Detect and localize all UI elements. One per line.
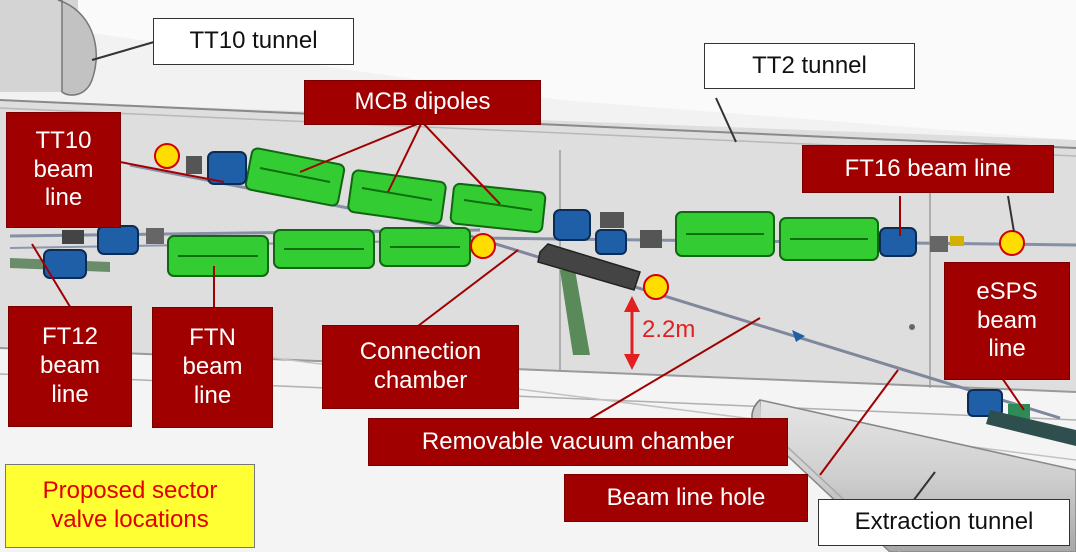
quadrupole: [207, 151, 247, 185]
leader-connection-chamber: [417, 249, 519, 327]
label-text: Extraction tunnel: [854, 508, 1034, 536]
leader-tt2-tunnel: [715, 97, 737, 143]
mcb-dipole: [449, 182, 547, 234]
wall-bolt: [909, 324, 915, 330]
quadrupole: [967, 389, 1003, 417]
label-ftn-beam-line: FTN beam line: [152, 307, 273, 428]
quadrupole: [879, 227, 917, 257]
mcb-dipole: [244, 147, 346, 207]
leader-mcb-1: [299, 121, 423, 173]
label-text: TT10 tunnel: [189, 27, 318, 55]
ft16-dipole: [779, 217, 879, 261]
label-text: chamber: [373, 367, 468, 394]
dimension-label: 2.2m: [642, 316, 696, 343]
label-tt10-beam-line: TT10 beam line: [6, 112, 121, 228]
label-ft12-beam-line: FT12 beam line: [8, 306, 132, 427]
label-mcb-dipoles: MCB dipoles: [304, 80, 541, 125]
ft16-dipole: [675, 211, 775, 257]
beam-arrow: [792, 330, 805, 342]
label-text: TT10: [35, 126, 92, 154]
removable-vacuum-chamber: [537, 243, 641, 291]
label-text: line: [44, 184, 83, 212]
legend-proposed-sector-valve: Proposed sector valve locations: [5, 464, 255, 548]
leader-esps-beam-line: [999, 374, 1025, 411]
quadrupole: [553, 209, 591, 241]
ftn-dipole: [379, 227, 471, 267]
legend-text: valve locations: [51, 506, 209, 533]
label-tt2-tunnel: TT2 tunnel: [704, 43, 915, 89]
leader-removable-vacuum-chamber: [587, 317, 761, 421]
label-text: Connection: [359, 338, 482, 366]
label-text: TT2 tunnel: [752, 51, 867, 79]
beam-instrument: [62, 230, 84, 244]
beam-instrument: [930, 236, 948, 252]
label-text: MCB dipoles: [354, 88, 491, 116]
label-text: beam: [39, 352, 101, 380]
esps-pipe: [986, 410, 1076, 446]
ftn-dipole: [273, 229, 375, 269]
leader-tt10-tunnel: [91, 41, 155, 61]
valve-location-dot: [643, 274, 669, 300]
label-text: FT16 beam line: [844, 154, 1012, 182]
label-beam-line-hole: Beam line hole: [564, 474, 808, 522]
ftn-dipole: [167, 235, 269, 277]
beam-instrument: [186, 156, 202, 174]
label-text: beam: [33, 155, 94, 183]
valve-location-dot: [470, 233, 496, 259]
legend-text: Proposed sector: [42, 477, 218, 505]
leader-beam-line-hole: [819, 369, 899, 476]
leader-mcb-2: [387, 121, 423, 193]
valve-location-dot: [999, 230, 1025, 256]
tt10-tube-end: [57, 0, 97, 96]
valve-location-dot: [154, 143, 180, 169]
quadrupole: [97, 225, 139, 255]
label-text: line: [193, 381, 232, 409]
beam-instrument: [950, 236, 964, 246]
label-extraction-tunnel: Extraction tunnel: [818, 499, 1070, 546]
label-text: Removable vacuum chamber: [421, 427, 735, 455]
label-text: beam: [976, 306, 1038, 334]
label-text: beam: [182, 353, 243, 381]
beam-instrument: [600, 212, 624, 228]
label-text: eSPS: [976, 277, 1038, 305]
label-esps-beam-line: eSPS beam line: [944, 262, 1070, 380]
label-tt10-tunnel: TT10 tunnel: [153, 18, 354, 65]
leader-tt10-beam-line: [119, 161, 225, 183]
label-text: FTN: [189, 324, 236, 352]
label-ft16-beam-line: FT16 beam line: [802, 145, 1054, 193]
beam-instrument: [146, 228, 164, 244]
leader-ft12-beam-line: [31, 243, 73, 311]
mcb-dipole: [347, 169, 447, 225]
dimension-arrow: [624, 296, 640, 370]
label-connection-chamber: Connection chamber: [322, 325, 519, 409]
beam-instrument: [640, 230, 662, 248]
label-text: line: [51, 380, 89, 408]
support-strut: [560, 270, 590, 355]
leader-esps-top: [1007, 195, 1015, 233]
quadrupole: [595, 229, 627, 255]
label-text: line: [988, 335, 1026, 363]
label-text: Beam line hole: [606, 483, 766, 511]
leader-mcb-3: [421, 121, 501, 205]
label-text: FT12: [41, 323, 98, 351]
label-removable-vacuum-chamber: Removable vacuum chamber: [368, 418, 788, 466]
